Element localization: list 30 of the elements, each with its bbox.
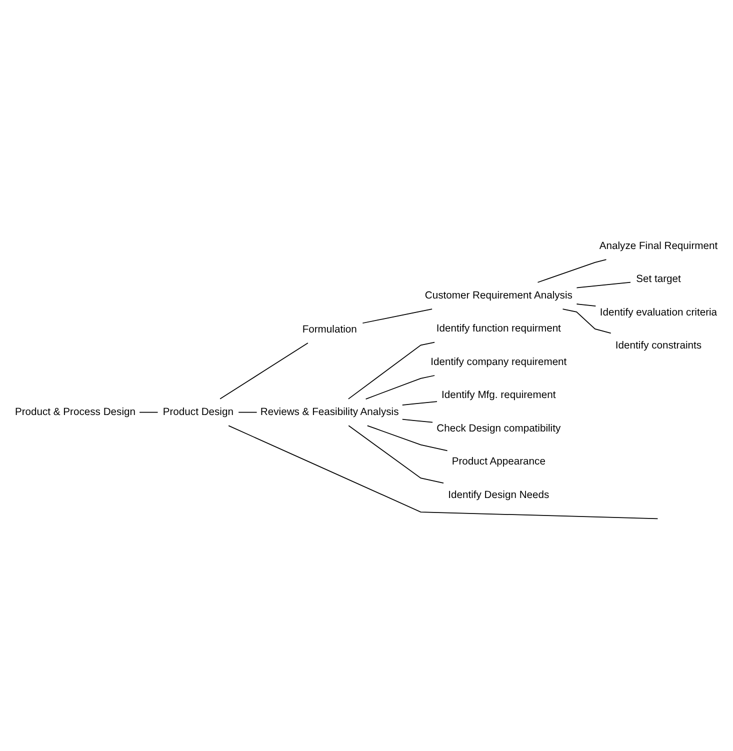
connector xyxy=(238,411,258,412)
connector xyxy=(348,341,435,399)
node-text: Product & Process Design xyxy=(14,406,136,418)
connector xyxy=(537,258,607,282)
node-text: Check Design compatibility xyxy=(436,422,561,434)
node-text: Identify evaluation criteria xyxy=(600,306,718,318)
connector xyxy=(402,418,433,422)
node-text: Analyze Final Requirment xyxy=(599,240,718,252)
node-text: Product Design xyxy=(162,406,234,418)
node-text: Formulation xyxy=(302,324,357,335)
node-text: Customer Requirement Analysis xyxy=(424,290,572,301)
node-text: Identify function requirment xyxy=(436,323,561,334)
node-text: Identify company requirement xyxy=(430,356,567,368)
connector xyxy=(139,411,158,412)
connector xyxy=(365,374,435,399)
connector xyxy=(366,424,448,451)
node-text: Identify Design Needs xyxy=(448,489,550,500)
node-text: Identify constraints xyxy=(615,340,702,352)
connector xyxy=(228,424,658,519)
node-text: Product Appearance xyxy=(452,456,546,468)
connector xyxy=(362,308,432,324)
connector xyxy=(348,424,444,484)
connector xyxy=(220,342,308,399)
connector xyxy=(402,400,438,405)
node-text: Identify Mfg. requirement xyxy=(442,390,556,401)
node-text: Set target xyxy=(636,274,681,285)
connector xyxy=(576,281,631,288)
connector xyxy=(576,303,596,306)
node-text: Reviews & Feasibility Analysis xyxy=(260,406,399,418)
connector xyxy=(562,308,612,334)
